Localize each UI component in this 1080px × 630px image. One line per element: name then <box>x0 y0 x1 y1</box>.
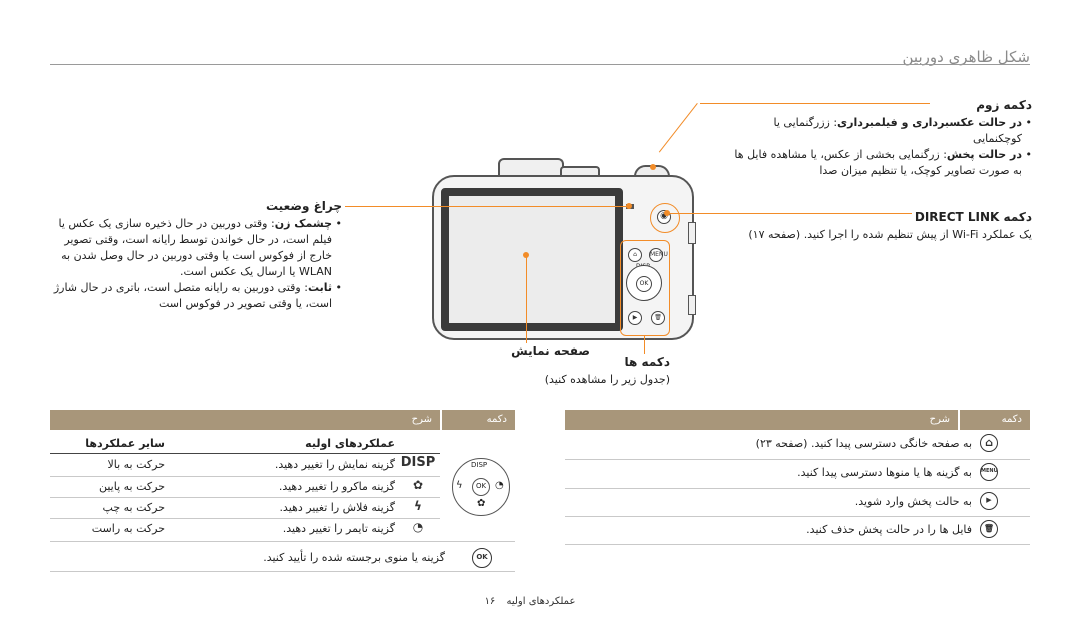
right-row-divider <box>565 488 1030 489</box>
left-row-4-primary: گزینه تایمر را تغییر دهید. <box>282 522 395 535</box>
camera-side-strap <box>688 295 696 315</box>
left-table-header-button: دکمه <box>442 410 515 430</box>
left-row-3-primary: گزینه فلاش را تغییر دهید. <box>279 501 395 514</box>
status-lamp-heading: چراغ وضعیت <box>265 199 342 213</box>
playback-button-icon[interactable]: ▶ <box>628 311 642 325</box>
dial-graphic-flash-icon: ϟ <box>456 480 463 491</box>
left-row-divider <box>50 518 440 519</box>
left-row-1-primary: گزینه نمایش را تغییر دهید. <box>274 458 395 471</box>
footer-text: عملکردهای اولیه <box>506 596 576 607</box>
flash-icon: ϟ <box>414 499 422 513</box>
zoom-heading: دکمه زوم <box>976 98 1032 112</box>
status-lamp-item-1-text: : وقتی دوربین در حال ذخیره سازی یک عکس ی… <box>58 217 333 278</box>
status-lamp-item-1: چشمک زن: وقتی دوربین در حال ذخیره سازی ی… <box>50 216 343 280</box>
left-header-button-label: دکمه <box>486 414 507 425</box>
right-row-4-text: فایل ها را در حالت پخش حذف کنید. <box>806 523 972 536</box>
right-row-3-text: به حالت پخش وارد شوید. <box>854 495 972 508</box>
left-row-divider <box>50 541 515 542</box>
buttons-annotation: دکمه ها (جدول زیر را مشاهده کنید) <box>520 354 670 388</box>
left-row-4-other: حرکت به راست <box>91 522 165 535</box>
right-header-button-label: دکمه <box>1001 414 1022 425</box>
right-header-desc-label: شرح <box>929 414 950 425</box>
camera-side-port <box>688 222 696 244</box>
left-row-2-other: حرکت به پایین <box>98 480 165 493</box>
status-lamp-annotation: چراغ وضعیت چشمک زن: وقتی دوربین در حال ذ… <box>50 198 342 312</box>
right-table-header-button: دکمه <box>960 410 1030 430</box>
left-disp-icon: DISP <box>400 455 436 470</box>
left-row-1-other: حرکت به بالا <box>107 458 165 471</box>
zoom-item-1: در حالت عکسبرداری و فیلمبرداری: ززرگنمای… <box>732 115 1032 147</box>
left-row-2-primary: گزینه ماکرو را تغییر دهید. <box>278 480 395 493</box>
top-rule <box>50 64 1030 65</box>
menu-button-icon[interactable]: MENU <box>649 248 668 262</box>
right-row-divider <box>565 459 1030 460</box>
status-lamp-item-2-text: : وقتی دوربین به رایانه متصل است، باتری … <box>53 281 332 310</box>
left-row-divider <box>50 497 440 498</box>
page-number: ۱۶ <box>484 596 496 607</box>
zoom-item-2: در حالت پخش: زرگنمایی بخشی از عکس، یا مش… <box>732 147 1032 179</box>
dial-graphic-ok: OK <box>472 478 490 496</box>
left-subheader-primary: عملکردهای اولیه <box>305 437 395 450</box>
dial-graphic-macro-icon: ✿ <box>477 498 486 509</box>
timer-icon: ◔ <box>412 520 424 534</box>
left-table-bottom <box>50 571 515 572</box>
playback-icon: ▶ <box>980 492 998 510</box>
right-row-2-text: به گزینه ها یا منوها دسترسی پیدا کنید. <box>797 466 972 479</box>
zoom-item-1-mode: در حالت عکسبرداری و فیلمبرداری <box>837 116 1022 129</box>
zoom-leader-dot <box>650 164 656 170</box>
zoom-item-2-mode: در حالت پخش <box>946 148 1022 161</box>
display-annotation: صفحه نمایش <box>470 343 590 361</box>
display-heading: صفحه نمایش <box>511 344 590 358</box>
home-button-icon[interactable]: ⌂ <box>628 248 642 262</box>
direct-link-heading: دکمه DIRECT LINK <box>914 210 1032 224</box>
status-lamp-item-2: ثابت: وقتی دوربین به رایانه متصل است، با… <box>50 280 342 312</box>
left-row-divider <box>50 453 440 454</box>
delete-button-icon[interactable]: 🗑 <box>651 311 665 325</box>
left-table-header-desc: شرح <box>50 410 440 430</box>
left-row-divider <box>50 476 440 477</box>
delete-icon: 🗑 <box>980 520 998 538</box>
dial-graphic-disp: DISP <box>471 461 488 469</box>
zoom-item-1-text: : ززرگنمایی یا کوچکنمایی <box>773 116 1022 145</box>
zoom-annotation: دکمه زوم در حالت عکسبرداری و فیلمبرداری:… <box>732 97 1032 179</box>
right-row-1-text: به صفحه خانگی دسترسی پیدا کنید. (صفحه ۲۳… <box>755 437 972 450</box>
status-lamp-item-2-mode: ثابت <box>307 281 332 294</box>
direct-link-dot <box>664 210 670 216</box>
right-table-header-desc: شرح <box>565 410 958 430</box>
section-title: شکل ظاهری دوربین <box>902 48 1030 66</box>
status-lamp-dot <box>626 203 632 209</box>
ok-icon: OK <box>472 548 492 568</box>
buttons-leader <box>644 336 645 354</box>
page-footer: عملکردهای اولیه ۱۶ <box>470 596 590 607</box>
direct-link-text: یک عملکرد Wi-Fi از پیش تنظیم شده را اجرا… <box>748 228 1032 241</box>
left-row-3-other: حرکت به چپ <box>102 501 165 514</box>
status-lamp-item-1-mode: چشمک زن <box>274 217 332 230</box>
menu-icon: MENU <box>980 463 998 481</box>
left-header-desc-label: شرح <box>411 414 432 425</box>
dial-graphic-timer-icon: ◔ <box>495 480 504 491</box>
right-table-bottom <box>565 544 1030 545</box>
buttons-sub: (جدول زیر را مشاهده کنید) <box>544 373 670 386</box>
direct-link-highlight <box>650 203 680 233</box>
buttons-highlight <box>620 240 670 336</box>
dial-graphic <box>452 458 510 516</box>
left-subheader-other: سایر عملکردها <box>85 437 165 450</box>
direct-link-annotation: دکمه DIRECT LINK یک عملکرد Wi-Fi از پیش … <box>732 209 1032 243</box>
direct-link-leader <box>667 213 912 214</box>
zoom-item-2-text: : زرگنمایی بخشی از عکس، یا مشاهده فایل ه… <box>734 148 1022 177</box>
buttons-heading: دکمه ها <box>624 355 670 369</box>
ok-button-icon[interactable]: OK <box>636 276 652 292</box>
right-row-divider <box>565 516 1030 517</box>
display-leader <box>526 255 527 343</box>
ok-row-text: گزینه یا منوی برجسته شده را تأیید کنید. <box>263 551 445 564</box>
home-icon: ⌂ <box>980 434 998 452</box>
display-dot <box>523 252 529 258</box>
status-lamp-leader <box>345 206 628 207</box>
camera-display <box>441 188 623 331</box>
zoom-leader-h <box>700 103 930 104</box>
zoom-leader-d <box>658 103 698 153</box>
macro-icon: ✿ <box>412 478 424 492</box>
